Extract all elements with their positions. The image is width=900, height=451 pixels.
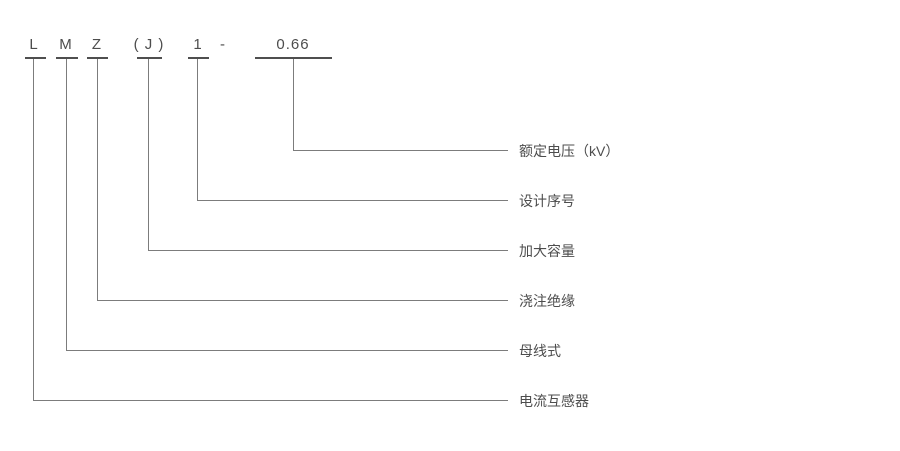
model-char-design-serial: 1 xyxy=(193,36,203,53)
connector-line xyxy=(293,59,508,151)
model-char-current-transformer: L xyxy=(29,36,39,53)
model-char-enlarged-capacity: ( J ) xyxy=(133,36,165,53)
segment-label-enlarged-capacity: 加大容量 xyxy=(519,243,575,259)
model-char-cast-insulation: Z xyxy=(91,36,103,53)
connector-line xyxy=(33,59,508,401)
char-underline xyxy=(188,57,209,59)
connector-line xyxy=(66,59,508,351)
connector-line xyxy=(97,59,508,301)
model-char-rated-voltage: 0.66 xyxy=(276,36,310,53)
char-underline xyxy=(255,57,332,59)
segment-label-cast-insulation: 浇注绝缘 xyxy=(519,293,575,309)
char-underline xyxy=(56,57,78,59)
segment-label-current-transformer: 电流互感器 xyxy=(519,393,589,409)
model-char-busbar-type: M xyxy=(59,36,73,53)
char-underline xyxy=(25,57,46,59)
connector-line xyxy=(148,59,508,251)
segment-label-rated-voltage: 额定电压（kV） xyxy=(519,143,620,159)
segment-label-busbar-type: 母线式 xyxy=(519,343,561,359)
model-separator-dash: - xyxy=(220,36,226,53)
char-underline xyxy=(87,57,108,59)
char-underline xyxy=(137,57,162,59)
connector-line xyxy=(197,59,508,201)
segment-label-design-serial: 设计序号 xyxy=(519,193,575,209)
